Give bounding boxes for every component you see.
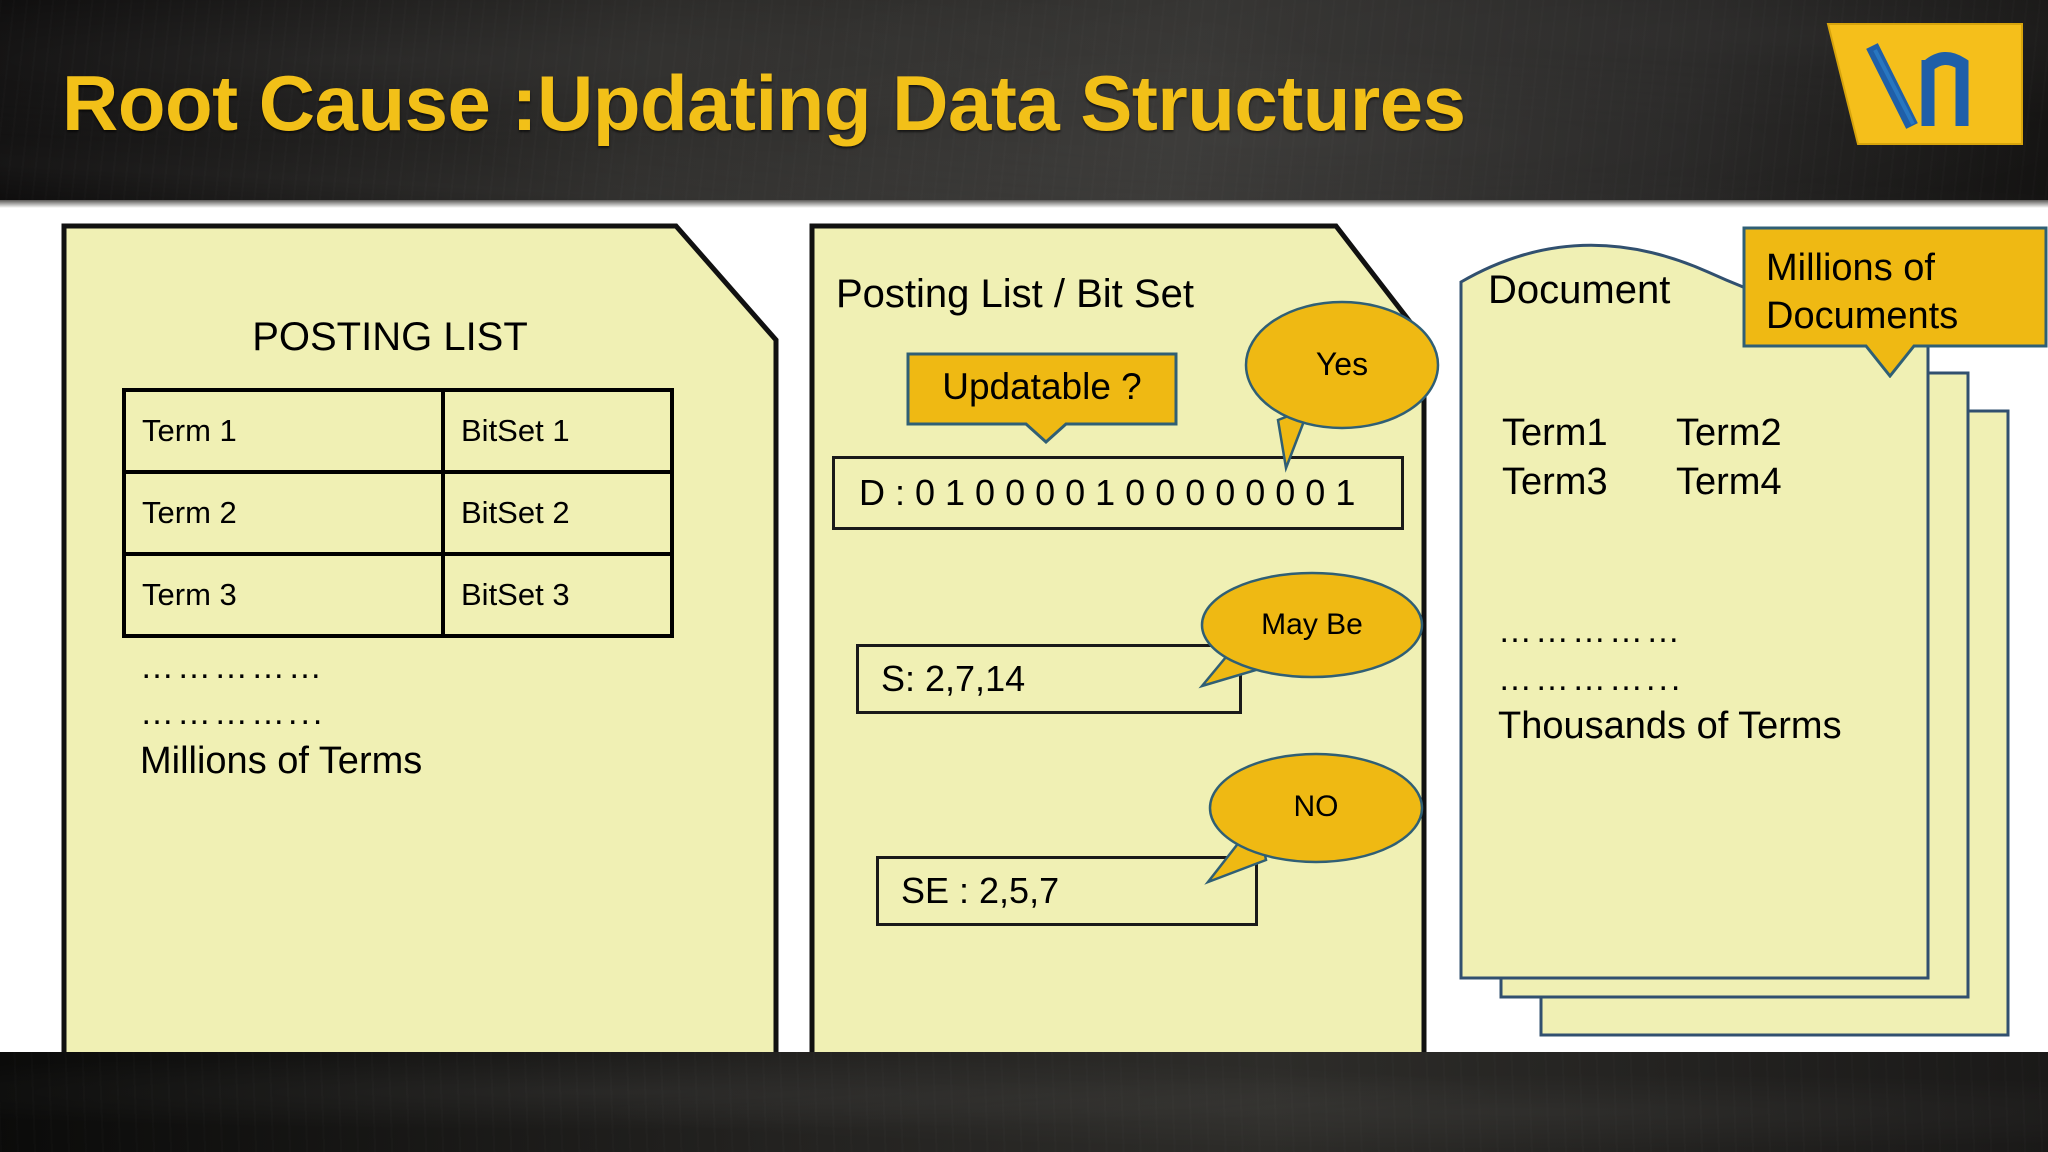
maybe-bubble: May Be: [1190, 566, 1428, 736]
vn-logo: [1820, 20, 2030, 148]
no-bubble-shape: [1204, 752, 1424, 885]
bitset-row-d: D : 0 1 0 0 0 0 1 0 0 0 0 0 0 0 1: [832, 456, 1404, 530]
bitset-cell: BitSet 3: [441, 552, 674, 638]
chalkboard-texture-footer: [0, 1052, 2048, 1152]
bitset-panel-heading: Posting List / Bit Set: [836, 272, 1194, 316]
document-term-4: Term4: [1676, 461, 1782, 503]
bitset-row-se-label: SE : 2,5,7: [901, 870, 1060, 911]
posting-list-ellipsis-1: ……………: [140, 648, 325, 686]
header-underline: [0, 200, 2048, 208]
bitset-row-se: SE : 2,5,7: [876, 856, 1258, 926]
updatable-question-callout: Updatable ?: [906, 352, 1178, 445]
term-cell: Term 3: [122, 552, 445, 638]
document-term-3: Term3: [1502, 461, 1608, 503]
posting-list-heading: POSTING LIST: [252, 315, 528, 359]
document-term-1: Term1: [1502, 412, 1608, 454]
document-ellipsis-2: …………...: [1498, 660, 1684, 698]
bitset-row-d-label: D : 0 1 0 0 0 0 1 0 0 0 0 0 0 0 1: [859, 472, 1356, 513]
document-term-2: Term2: [1676, 412, 1782, 454]
yes-bubble-shape: [1244, 300, 1440, 473]
posting-list-table: Term 1 BitSet 1 Term 2 BitSet 2 Term 3 B…: [122, 388, 674, 638]
term-cell: Term 1: [122, 388, 445, 474]
document-footnote: Thousands of Terms: [1498, 705, 1842, 747]
maybe-bubble-shape: [1198, 571, 1424, 689]
vn-logo-icon: [1826, 23, 2023, 145]
callout-shape: [906, 352, 1178, 445]
bitset-row-s: S: 2,7,14: [856, 644, 1242, 714]
table-row: Term 3 BitSet 3: [122, 552, 674, 638]
millions-of-documents-callout: Millions of Documents: [1742, 226, 2048, 379]
bitset-cell: BitSet 1: [441, 388, 674, 474]
document-ellipsis-1: ……………: [1498, 612, 1683, 650]
slide-footer-band: [0, 1052, 2048, 1152]
table-row: Term 1 BitSet 1: [122, 388, 674, 474]
callout-shape: [1742, 226, 2048, 379]
table-row: Term 2 BitSet 2: [122, 470, 674, 556]
posting-list-ellipsis-2: …………...: [140, 694, 326, 732]
bitset-row-s-label: S: 2,7,14: [881, 658, 1026, 699]
page-title: Root Cause :Updating Data Structures: [62, 59, 1466, 147]
document-panel-heading: Document: [1488, 268, 1671, 312]
no-bubble: NO: [1196, 740, 1426, 930]
term-cell: Term 2: [122, 470, 445, 556]
posting-list-footnote: Millions of Terms: [140, 740, 423, 782]
yes-bubble: Yes: [1216, 288, 1446, 498]
bitset-cell: BitSet 2: [441, 470, 674, 556]
